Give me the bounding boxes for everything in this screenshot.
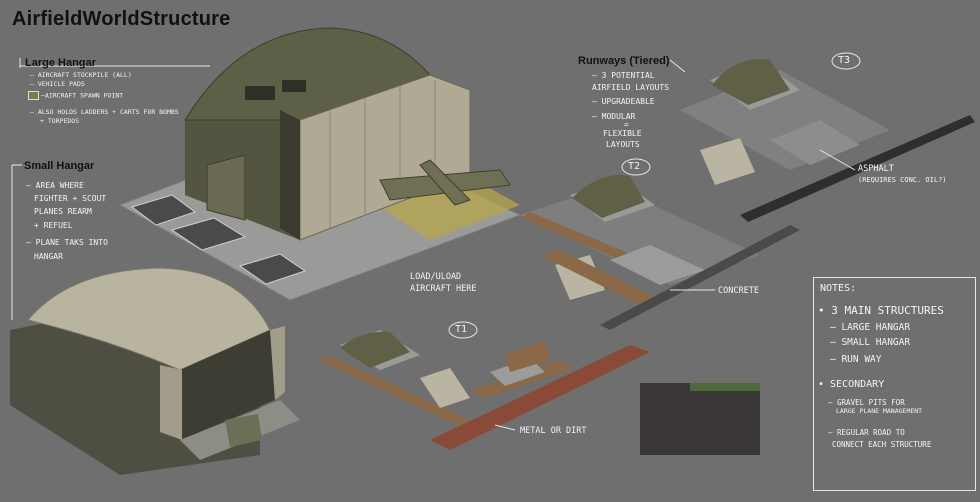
notes-box (813, 277, 976, 491)
notes-main-item-2: – Small Hangar (830, 337, 911, 348)
notes-secondary-item-4: connect each structure (832, 440, 932, 449)
runways-line-1: – 3 potential (592, 71, 655, 80)
t2-label: T2 (628, 161, 641, 172)
small-hangar-line-6: hangar (34, 252, 63, 261)
small-hangar-line-5: – Plane taks into (26, 238, 108, 247)
runways-line-6: flexible (603, 129, 642, 138)
notes-heading: Notes: (820, 283, 857, 294)
small-hangar-heading: Small Hangar (24, 160, 95, 172)
notes-main-item-3: – Run way (830, 354, 882, 365)
vehicle-pads (130, 194, 307, 285)
large-hangar-model (184, 27, 471, 241)
asphalt-callout (819, 149, 856, 171)
asphalt-label-2: (requires conc. oil?) (858, 176, 947, 184)
t1-label: T1 (455, 324, 468, 335)
large-hangar-callout (19, 58, 210, 68)
small-hangar-callout (11, 164, 22, 320)
large-hangar-line-3: –Aircraft spawn point (28, 91, 123, 100)
metal-callout (494, 424, 516, 431)
large-hangar-line-4: – Also holds ladders + carts for bombs (30, 108, 179, 116)
page-title: AirfieldWorldStructure (12, 8, 231, 30)
large-hangar-line-5: + torpedos (40, 117, 80, 125)
concrete-label: Concrete (718, 286, 759, 296)
runways-line-5: = (624, 120, 629, 129)
t2-layout (520, 174, 800, 330)
spawn-swatch-icon (28, 91, 39, 100)
large-hangar-heading: Large Hangar (25, 57, 96, 69)
runways-line-3: – Upgradeable (592, 97, 655, 106)
t1-circle (448, 321, 478, 339)
t1-layout (318, 330, 650, 450)
asphalt-label: Asphalt (858, 164, 894, 174)
notes-secondary-item-1: – Gravel pits for (828, 398, 905, 407)
notes-secondary: • Secondary (818, 379, 885, 390)
small-hangar-model (10, 267, 300, 475)
metal-label: Metal or dirt (520, 426, 587, 436)
metal-dirt-sample (640, 383, 760, 455)
notes-secondary-item-2: large plane management (836, 407, 923, 415)
runways-line-7: layouts (606, 140, 640, 149)
load-label: Load/uload (410, 272, 462, 282)
small-hangar-line-1: – Area where (26, 181, 84, 190)
runways-heading: Runways (Tiered) (578, 55, 670, 67)
large-hangar-line-2: – Vehicle pads (30, 80, 85, 88)
t3-layout (680, 59, 975, 222)
large-hangar-line-1: – Aircraft stockpile (all) (30, 71, 132, 79)
runways-callout (669, 59, 686, 73)
t3-circle (831, 52, 861, 70)
bomber-plane (379, 159, 511, 206)
load-label-2: aircraft here (410, 284, 477, 294)
small-hangar-line-4: + refuel (34, 221, 73, 230)
runways-line-4: – Modular (592, 112, 636, 121)
runways-line-2: airfield layouts (592, 83, 670, 92)
notes-main: • 3 Main Structures (818, 304, 944, 317)
t3-label: T3 (838, 55, 851, 66)
notes-main-item-1: – Large Hangar (830, 322, 911, 333)
t2-circle (621, 158, 651, 176)
notes-secondary-item-3: – Regular road to (828, 428, 905, 437)
small-hangar-line-2: fighter + scout (34, 194, 107, 203)
small-hangar-line-3: planes rearm (34, 207, 92, 216)
